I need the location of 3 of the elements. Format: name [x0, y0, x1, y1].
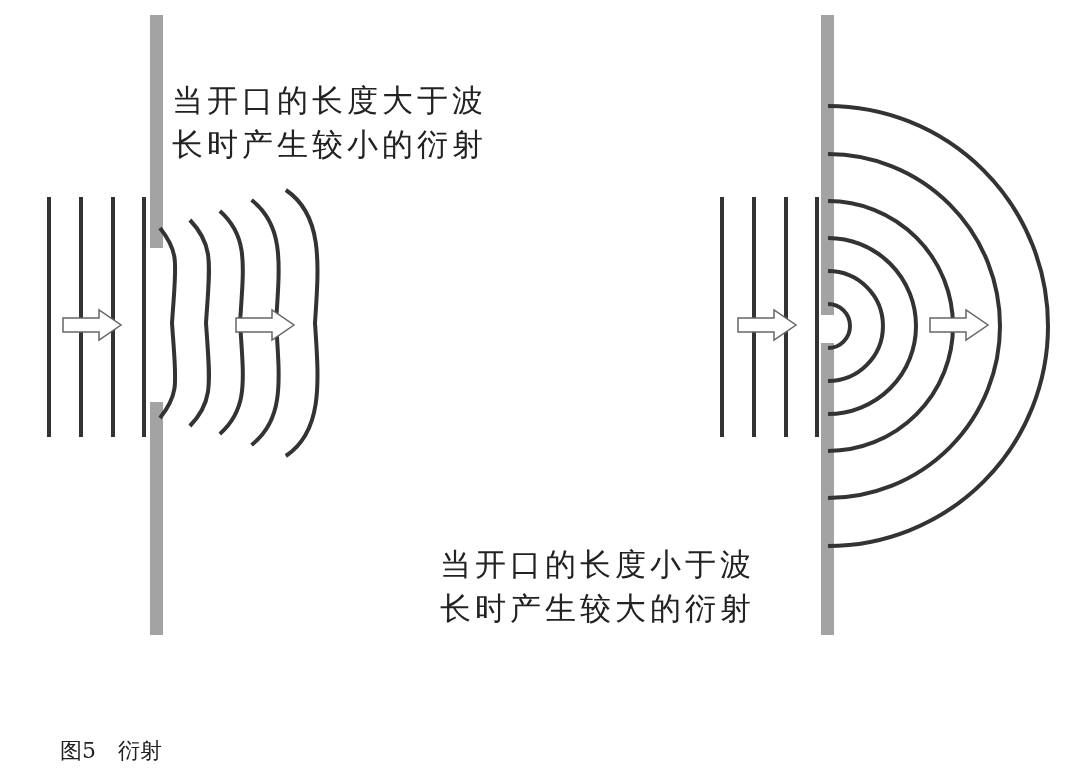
figure-caption: 图5 衍射: [60, 737, 162, 765]
annotation-text: 当开口的长度大于波长时产生较小的衍射: [172, 81, 488, 164]
annotation-text: 当开口的长度小于波长时产生较大的衍射: [440, 545, 756, 628]
